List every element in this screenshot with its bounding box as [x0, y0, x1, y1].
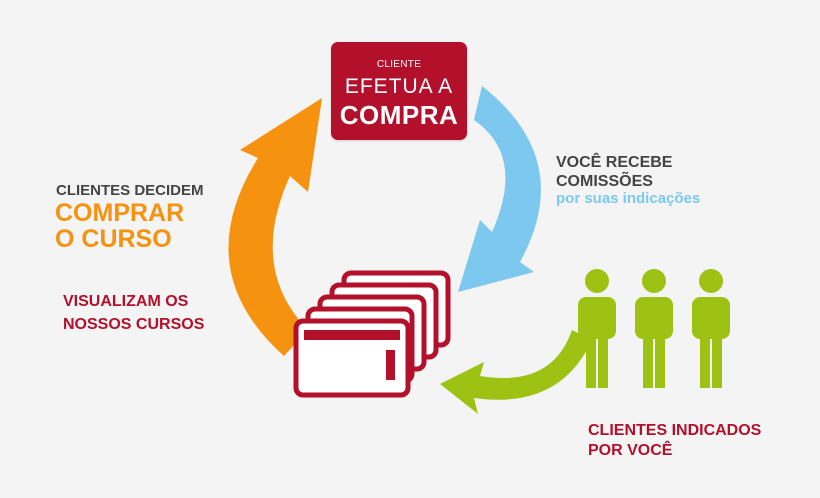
box-label-compra: COMPRA [339, 100, 459, 130]
people-icon [578, 269, 730, 388]
label-clientes-indicados: CLIENTES INDICADOS [588, 422, 762, 439]
course-card-front-details [304, 330, 400, 380]
box-label-cliente: CLIENTE [376, 59, 422, 70]
label-clientes-decidem: CLIENTES DECIDEM [56, 182, 204, 199]
label-comissoes: COMISSÕES [556, 173, 653, 190]
box-label-efetua: EFETUA A [344, 75, 454, 98]
person-icon [692, 269, 730, 388]
label-voce-recebe: VOCÊ RECEBE [556, 154, 673, 171]
orange-cycle-arrow-icon [228, 98, 322, 356]
person-icon [578, 269, 616, 388]
label-visualizam-line2: NOSSOS CURSOS [63, 316, 205, 333]
person-icon [635, 269, 673, 388]
label-o-curso: O CURSO [55, 225, 172, 253]
purchase-box: CLIENTE EFETUA A COMPRA [331, 42, 467, 140]
label-visualizam-line1: VISUALIZAM OS [63, 293, 189, 310]
blue-cycle-arrow-icon [458, 86, 541, 292]
label-comprar: COMPRAR [55, 199, 185, 227]
green-cycle-arrow-icon [440, 330, 592, 414]
label-por-voce: POR VOCÊ [588, 442, 673, 459]
label-por-suas-indicacoes: por suas indicações [556, 190, 701, 207]
